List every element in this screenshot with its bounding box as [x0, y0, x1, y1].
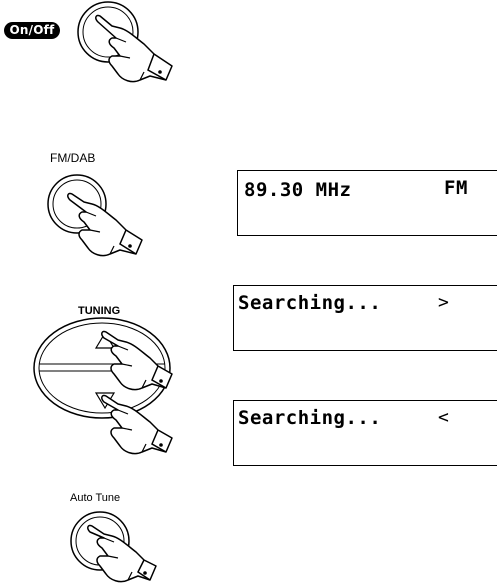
lcd-search-down-display: Searching... < [233, 400, 497, 466]
search-up-text: Searching... [238, 292, 382, 314]
search-down-text: Searching... [238, 407, 382, 429]
on-off-label: On/Off [4, 22, 60, 39]
search-up-arrow: > [438, 292, 449, 313]
lcd-search-up-display: Searching... > [233, 285, 497, 351]
lcd-frequency-display: 89.30 MHz FM [237, 170, 497, 236]
tuning-label: TUNING [78, 305, 121, 317]
fm-dab-label: FM/DAB [50, 151, 96, 165]
band-mode: FM [444, 177, 468, 199]
frequency-value: 89.30 MHz [244, 179, 352, 201]
search-down-arrow: < [438, 407, 449, 428]
auto-tune-label: Auto Tune [70, 492, 121, 504]
